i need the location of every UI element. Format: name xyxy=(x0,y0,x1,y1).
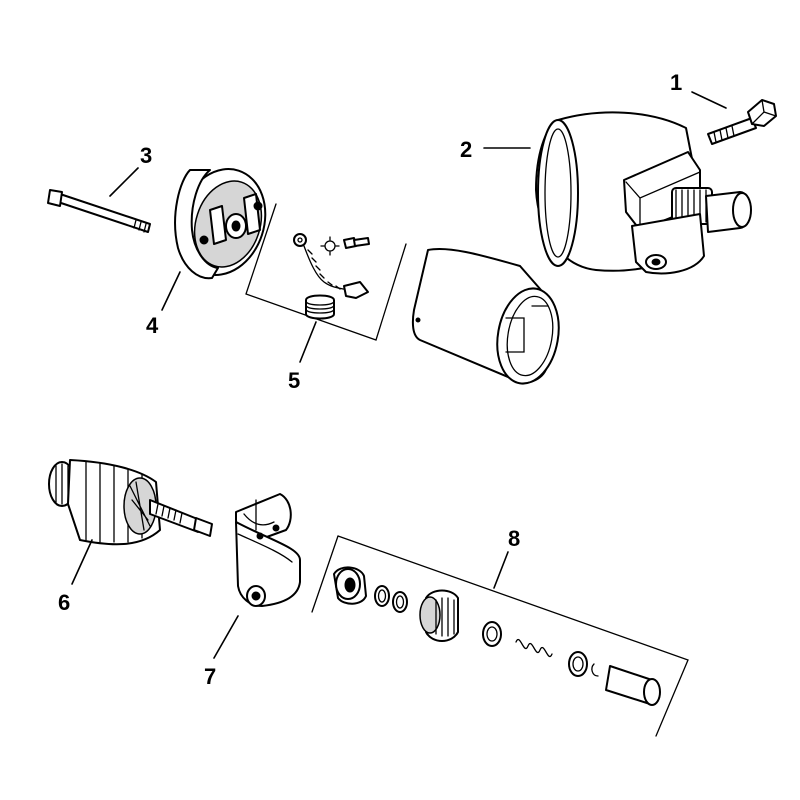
callout-7: 7 xyxy=(204,664,216,689)
part-6-armature xyxy=(48,459,213,546)
callout-3: 3 xyxy=(140,143,152,168)
callout-4: 4 xyxy=(146,313,159,338)
part-2-motor-housing xyxy=(535,111,752,275)
part-3-through-bolt xyxy=(47,189,151,233)
part-4-end-cap xyxy=(174,168,267,280)
leader-4 xyxy=(161,271,181,311)
leader-1 xyxy=(691,91,727,109)
part-8-drive-kit xyxy=(311,535,689,737)
leader-7 xyxy=(213,615,239,659)
leader-6 xyxy=(71,539,93,585)
callout-6: 6 xyxy=(58,590,70,615)
leader-8 xyxy=(493,551,509,589)
leader-5 xyxy=(299,321,317,363)
callouts: 1 2 3 4 5 6 7 8 xyxy=(58,70,682,689)
leader-lines xyxy=(71,91,727,659)
callout-8: 8 xyxy=(508,526,520,551)
part-1-bolt xyxy=(707,99,777,145)
part-5-brush-kit xyxy=(245,203,407,341)
callout-1: 1 xyxy=(670,70,682,95)
magnet-sleeve xyxy=(411,247,560,385)
callout-2: 2 xyxy=(460,137,472,162)
leader-3 xyxy=(109,167,139,197)
callout-5: 5 xyxy=(288,368,300,393)
part-7-drive-end-bracket xyxy=(235,493,301,607)
